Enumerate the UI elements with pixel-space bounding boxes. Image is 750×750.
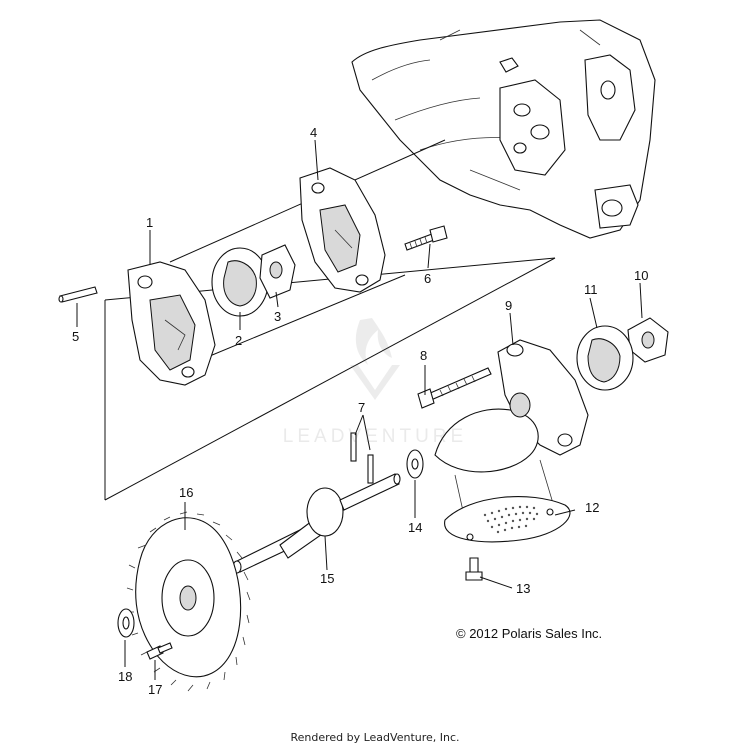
callout-6: 6 (424, 271, 431, 286)
part-7-pins (350, 432, 374, 484)
callout-7: 7 (358, 400, 365, 415)
callout-11: 11 (584, 282, 598, 297)
part-2-outer-rotor (211, 247, 269, 317)
leadventure-watermark: LEADVENTURE (283, 318, 467, 447)
part-9-strainer-housing (434, 339, 589, 521)
callout-leader-lines (76, 139, 643, 680)
part-13-screw (465, 557, 483, 581)
callout-15: 15 (320, 571, 334, 586)
part-8-long-bolt (417, 367, 492, 409)
callout-2: 2 (235, 333, 242, 348)
callout-9: 9 (505, 298, 512, 313)
part-17-bolt (146, 642, 173, 660)
callout-3: 3 (274, 309, 281, 324)
callout-16: 16 (179, 485, 193, 500)
callout-18: 18 (118, 669, 132, 684)
part-18-washer (117, 608, 135, 638)
callout-5: 5 (72, 329, 79, 344)
callout-8: 8 (420, 348, 427, 363)
part-3-inner-rotor (259, 244, 296, 299)
part-5-dowel-pin (58, 286, 98, 303)
callout-14: 14 (408, 520, 422, 535)
copyright-notice: © 2012 Polaris Sales Inc. (456, 626, 602, 641)
callout-10: 10 (634, 268, 648, 283)
part-15-shaft (232, 473, 401, 574)
callout-12: 12 (585, 500, 599, 515)
part-6-bolt (404, 225, 448, 251)
part-16-gear (126, 511, 251, 692)
callout-4: 4 (310, 125, 317, 140)
callout-labels: 1 2 3 4 5 6 7 8 9 10 11 12 13 14 15 16 1… (72, 125, 648, 697)
part-4-pump-cover (299, 167, 386, 293)
callout-17: 17 (148, 682, 162, 697)
part-14-washer (406, 449, 424, 479)
part-10-inner-rotor (627, 317, 669, 363)
engine-crankcase (351, 19, 656, 239)
footer-credit: Rendered by LeadVenture, Inc. (290, 731, 460, 744)
watermark-text: LEADVENTURE (283, 426, 467, 447)
callout-1: 1 (146, 215, 153, 230)
part-11-outer-rotor (576, 325, 634, 391)
part-1-pump-body (127, 261, 216, 386)
part-12-screen (444, 496, 571, 543)
callout-13: 13 (516, 581, 530, 596)
